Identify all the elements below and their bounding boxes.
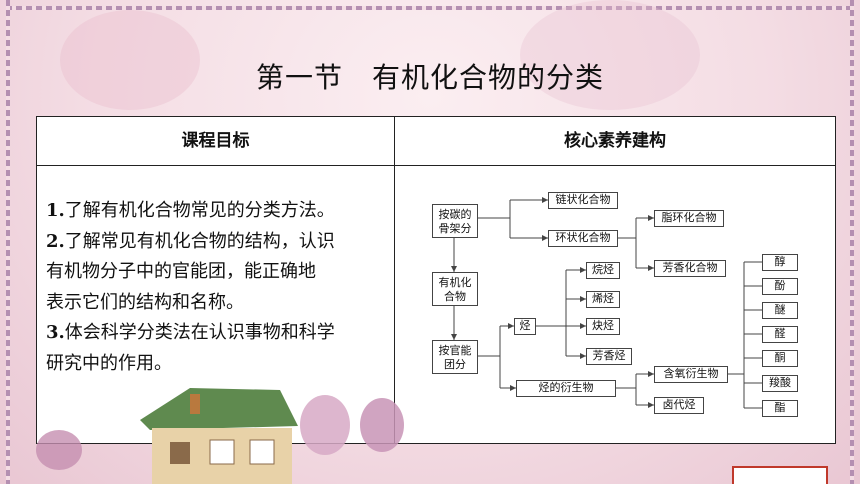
decor-blob bbox=[520, 0, 700, 110]
node-hydrocarbon: 烃 bbox=[514, 318, 536, 335]
node-ether: 醚 bbox=[762, 302, 798, 319]
goal-line: 表示它们的结构和名称。 bbox=[46, 291, 244, 313]
goal-line: 1.了解有机化合物常见的分类方法。 bbox=[46, 200, 335, 221]
top-dotted-border bbox=[6, 6, 854, 10]
node-alkyne: 炔烃 bbox=[586, 318, 620, 335]
goals-list: 1.了解有机化合物常见的分类方法。 2.了解常见有机化合物的结构，认识 有机物分… bbox=[46, 196, 388, 379]
goal-line: 2.了解常见有机化合物的结构，认识 bbox=[46, 230, 335, 252]
table-header-row: 课程目标 核心素养建构 bbox=[37, 117, 835, 166]
node-alicyclic-compound: 脂环化合物 bbox=[654, 210, 724, 227]
header-course-goals: 课程目标 bbox=[37, 117, 395, 165]
page-title: 第一节 有机化合物的分类 bbox=[255, 61, 604, 94]
node-aromatic-hydrocarbon: 芳香烃 bbox=[586, 348, 632, 365]
node-organic-compound: 有机化 合物 bbox=[432, 272, 478, 306]
node-ring-compound: 环状化合物 bbox=[548, 230, 618, 247]
node-aldehyde: 醛 bbox=[762, 326, 798, 343]
node-by-functional-group: 按官能 团分 bbox=[432, 340, 478, 374]
right-dotted-border bbox=[850, 0, 854, 484]
node-oxygen-derivative: 含氧衍生物 bbox=[654, 366, 728, 383]
node-ketone: 酮 bbox=[762, 350, 798, 367]
decor-tree bbox=[36, 430, 82, 470]
goal-line: 3.体会科学分类法在认识事物和科学 bbox=[46, 322, 335, 343]
node-alkane: 烷烃 bbox=[586, 262, 620, 279]
decor-tree bbox=[360, 398, 404, 452]
decor-blob bbox=[60, 10, 200, 110]
node-hydrocarbon-derivative: 烃的衍生物 bbox=[516, 380, 616, 397]
node-phenol: 酚 bbox=[762, 278, 798, 295]
node-ester: 酯 bbox=[762, 400, 798, 417]
goal-line: 研究中的作用。 bbox=[46, 352, 172, 374]
node-alkene: 烯烃 bbox=[586, 291, 620, 308]
node-alcohol: 醇 bbox=[762, 254, 798, 271]
node-halohydrocarbon: 卤代烃 bbox=[654, 397, 704, 414]
decor-corner-stamp bbox=[732, 466, 828, 484]
node-chain-compound: 链状化合物 bbox=[548, 192, 618, 209]
column-divider bbox=[394, 165, 395, 443]
node-by-skeleton: 按碳的 骨架分 bbox=[432, 204, 478, 238]
header-core-literacy: 核心素养建构 bbox=[564, 131, 666, 151]
left-dotted-border bbox=[6, 0, 10, 484]
decor-house-illustration bbox=[140, 388, 298, 484]
node-aromatic-compound: 芳香化合物 bbox=[654, 260, 726, 277]
decor-tree bbox=[300, 395, 350, 455]
goal-line: 有机物分子中的官能团，能正确地 bbox=[46, 261, 316, 282]
node-carboxylic-acid: 羧酸 bbox=[762, 375, 798, 392]
